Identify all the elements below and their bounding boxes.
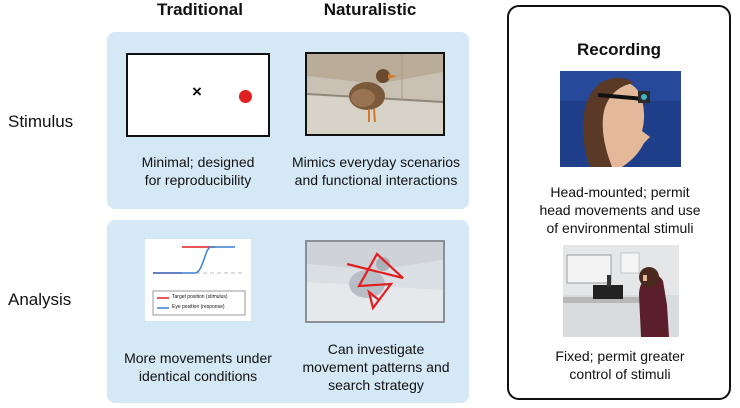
caption-line: and functional interactions: [294, 172, 458, 188]
recording-title: Recording: [576, 40, 662, 59]
row-label-stimulus: Stimulus: [8, 112, 74, 131]
legend-target-label: Target position (stimulus): [172, 294, 228, 300]
caption-line: movement patterns and: [302, 359, 450, 375]
caption-line: Minimal; designed: [141, 154, 255, 170]
stimulus-traditional-caption: Minimal; designed for reproducibility: [118, 153, 278, 189]
recording-panel: Recording Head-mounted; permit head move…: [507, 5, 731, 400]
fixed-caption: Fixed; permit greater control of stimuli: [513, 347, 727, 383]
monitor: [566, 254, 612, 284]
analysis-traditional-caption: More movements under identical condition…: [118, 349, 278, 385]
caption-line: Can investigate: [327, 341, 425, 357]
head-mounted-photo: [560, 71, 681, 167]
caption-line: head movements and use: [539, 202, 701, 218]
legend-box: [152, 290, 246, 316]
caption-line: More movements under: [124, 350, 272, 366]
column-header-traditional: Traditional: [157, 0, 243, 19]
trace-plot: Target position (stimulus) Eye position …: [145, 239, 251, 321]
caption-line: Head-mounted; permit: [550, 184, 690, 200]
chinrest-device: [593, 285, 623, 299]
analysis-naturalistic-caption: Can investigate movement patterns and se…: [288, 340, 464, 394]
caption-line: control of stimuli: [569, 366, 671, 382]
stimulus-naturalistic-caption: Mimics everyday scenarios and functional…: [288, 153, 464, 189]
legend-eye-label: Eye position (response): [172, 304, 225, 310]
traditional-stimulus-screen: ×: [126, 53, 270, 137]
row-label-analysis: Analysis: [8, 290, 72, 309]
target-dot: [239, 90, 252, 103]
fixation-cross-icon: ×: [192, 82, 202, 101]
caption-line: search strategy: [328, 377, 424, 393]
scanpath-line: [346, 252, 404, 311]
eye-trace: [153, 246, 235, 274]
fixed-setup-photo: [563, 245, 679, 337]
column-header-naturalistic: Naturalistic: [323, 0, 417, 19]
caption-line: of environmental stimuli: [546, 220, 694, 236]
caption-line: identical conditions: [138, 368, 258, 384]
duck-photo: [305, 52, 445, 136]
scanpath-photo: [305, 240, 445, 323]
head-mounted-caption: Head-mounted; permit head movements and …: [513, 183, 727, 237]
caption-line: Mimics everyday scenarios: [291, 154, 461, 170]
caption-line: for reproducibility: [144, 172, 252, 188]
caption-line: Fixed; permit greater: [555, 348, 685, 364]
